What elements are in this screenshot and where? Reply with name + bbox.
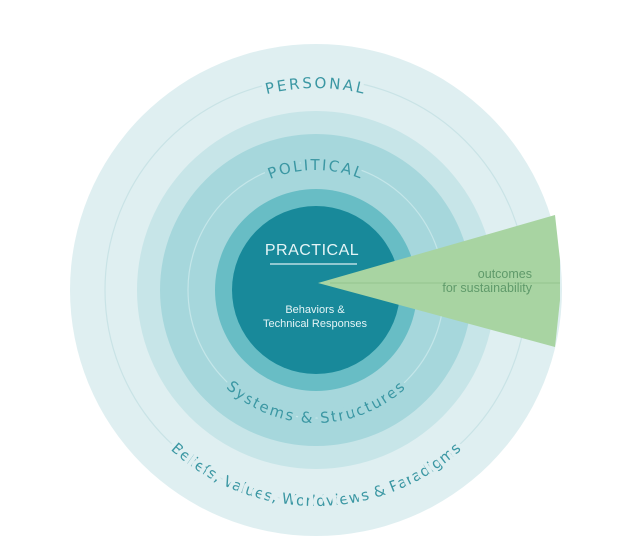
practical-core bbox=[232, 206, 400, 374]
practical-subtitle-line2: Technical Responses bbox=[263, 318, 367, 330]
practical-title: PRACTICAL bbox=[265, 242, 359, 259]
wedge-label-line1: outcomes bbox=[478, 267, 532, 281]
practical-subtitle-line1: Behaviors & bbox=[285, 304, 345, 316]
outcomes-wedge bbox=[318, 215, 560, 347]
wedge-label-line2: for sustainability bbox=[442, 281, 532, 295]
